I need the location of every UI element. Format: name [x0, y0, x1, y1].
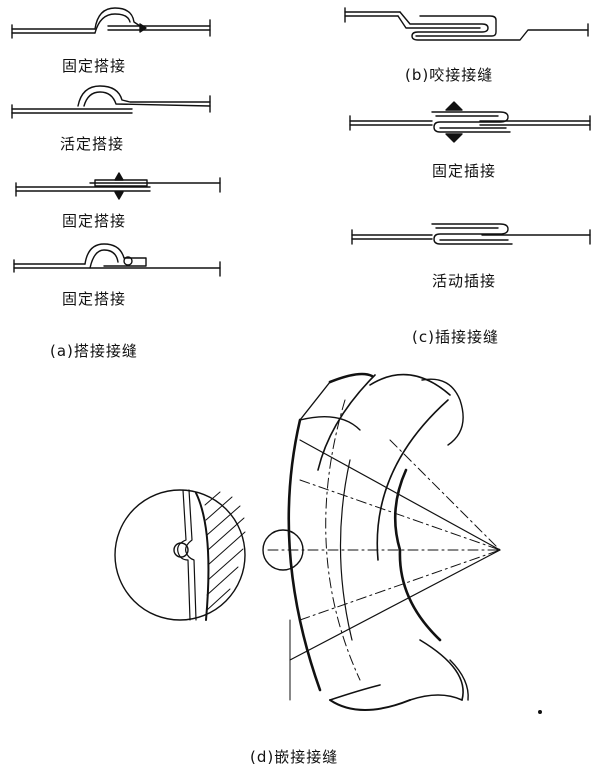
caption-inlay-seam: (d)嵌接接缝	[250, 748, 339, 766]
label-lap-fixed-1: 固定搭接	[62, 57, 127, 75]
detail-circle	[114, 489, 246, 621]
lap-seam-fixed-1	[11, 7, 211, 39]
caption-lap-seam: (a)搭接接缝	[50, 342, 138, 360]
lap-seam-fixed-3	[13, 243, 221, 277]
insert-seam-movable	[351, 223, 591, 245]
lock-seam	[344, 7, 589, 41]
lap-seam-fixed-2	[15, 172, 221, 200]
elbow-segment	[267, 372, 543, 715]
lap-seam-movable	[11, 85, 211, 119]
insert-seam-fixed	[349, 101, 591, 143]
label-lap-movable: 活定搭接	[60, 135, 125, 153]
label-lap-fixed-2: 固定搭接	[62, 212, 127, 230]
label-insert-movable: 活动插接	[432, 272, 497, 290]
caption-insert-seam: (c)插接接缝	[412, 328, 499, 346]
label-lap-fixed-3: 固定搭接	[62, 290, 127, 308]
caption-lock-seam: (b)咬接接缝	[405, 66, 494, 84]
label-insert-fixed: 固定插接	[432, 162, 497, 180]
